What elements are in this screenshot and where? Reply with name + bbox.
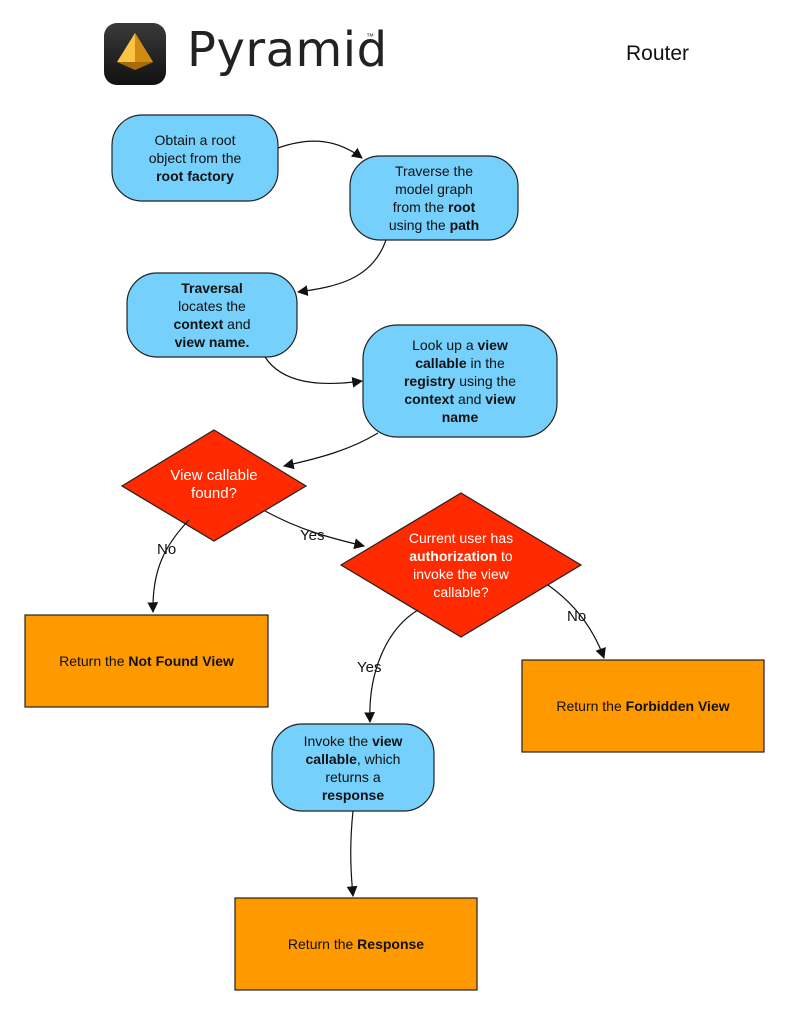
node-text-line: Return the — [59, 653, 129, 669]
edge-traversal-to-lookup — [264, 356, 364, 388]
node-invoke-view: Invoke the view callable, which returns … — [272, 724, 434, 811]
node-text-line: Traverse the — [394, 163, 474, 179]
node-text-line: Return the — [556, 698, 626, 714]
node-text-bold: context — [404, 391, 455, 407]
logo-wordmark: Pyramid — [187, 22, 388, 78]
node-text-bold: view — [485, 391, 516, 407]
node-text-line: Look up a — [412, 337, 478, 353]
node-text-bold: response — [321, 786, 385, 803]
node-text-bold: Response — [357, 936, 425, 952]
logo-trademark: ™ — [366, 32, 374, 41]
node-text-line: to — [497, 548, 513, 564]
node-text-line: , which — [356, 750, 401, 767]
node-text-bold: root — [448, 199, 476, 215]
node-text-line: callable? — [433, 584, 489, 600]
node-text-bold: root factory — [156, 168, 234, 184]
node-traverse: Traverse the model graph from the root u… — [350, 156, 518, 240]
node-text-bold: path — [449, 217, 480, 233]
node-text-line: object from the — [148, 150, 242, 166]
edge-label-authz-no: No — [567, 608, 587, 625]
node-text-line: model graph — [395, 181, 473, 197]
node-traverse-shape — [349, 155, 519, 241]
decision-found-shape — [120, 429, 308, 542]
page-title: Router — [626, 42, 690, 65]
node-text-line: from the — [392, 199, 449, 215]
edge-traverse-to-traversal — [296, 239, 387, 297]
terminal-forbidden-shape — [521, 659, 765, 753]
node-text-bold: Not Found View — [128, 653, 234, 669]
node-text-bold: callable — [415, 355, 467, 371]
terminal-not-found-shape — [24, 614, 269, 708]
node-text-bold: Traversal — [181, 280, 243, 296]
pyramid-logo-icon — [104, 23, 166, 85]
node-text-bold: context — [173, 316, 224, 332]
edge-label-found-no: No — [157, 541, 177, 558]
terminal-return-response: Return the Response — [235, 898, 477, 990]
node-text-line: invoke the view — [413, 566, 509, 582]
node-lookup: Look up a view callable in the registry … — [363, 325, 557, 437]
edge-lookup-to-found — [282, 432, 379, 470]
node-text-line: and — [454, 391, 486, 407]
node-text-bold: registry — [403, 373, 456, 389]
decision-authorization: Current user has authorization to invoke… — [381, 527, 541, 603]
edge-label-authz-yes: Yes — [357, 659, 382, 676]
edge-found-no — [147, 519, 190, 614]
decision-view-callable-found: View callable found? — [142, 458, 286, 512]
node-text-bold: name — [441, 409, 479, 425]
node-text-bold: view name. — [174, 334, 250, 350]
edge-authz-yes — [364, 609, 419, 724]
node-text-line: using the — [455, 373, 517, 389]
node-text-line: using the — [388, 217, 450, 233]
edge-authz-no — [547, 584, 606, 660]
node-traversal: Traversal locates the context and view n… — [127, 273, 297, 357]
node-text-bold: view — [372, 732, 403, 749]
node-text-bold: authorization — [409, 548, 498, 564]
node-text-bold: callable — [305, 750, 357, 767]
terminal-forbidden-view: Return the Forbidden View — [522, 660, 764, 752]
node-obtain-root: Obtain a root object from the root facto… — [112, 115, 278, 201]
edge-root-to-traverse — [277, 140, 363, 159]
edge-found-yes — [264, 510, 366, 550]
node-text-line: locates the — [178, 298, 246, 314]
node-text-bold: view — [477, 337, 508, 353]
node-text-line: and — [223, 316, 251, 332]
node-text-line: Current user has — [408, 530, 514, 546]
node-text-line: in the — [466, 355, 505, 371]
edge-label-found-yes: Yes — [300, 527, 325, 544]
node-text-line: Return the — [287, 936, 358, 952]
terminal-not-found-view: Return the Not Found View — [25, 615, 268, 707]
terminal-response-shape — [234, 897, 478, 991]
decision-authz-shape — [339, 492, 583, 638]
edge-invoke-to-response — [346, 810, 358, 898]
node-text-line: found? — [191, 485, 237, 502]
node-text-line: Obtain a root — [154, 132, 236, 148]
node-traversal-shape — [126, 272, 298, 358]
node-obtain-root-shape — [111, 114, 279, 202]
node-text-line: returns a — [325, 768, 381, 785]
node-text-bold: Forbidden View — [625, 698, 730, 714]
node-text-line: Invoke the — [303, 732, 373, 749]
node-text-line: View callable — [170, 467, 258, 484]
